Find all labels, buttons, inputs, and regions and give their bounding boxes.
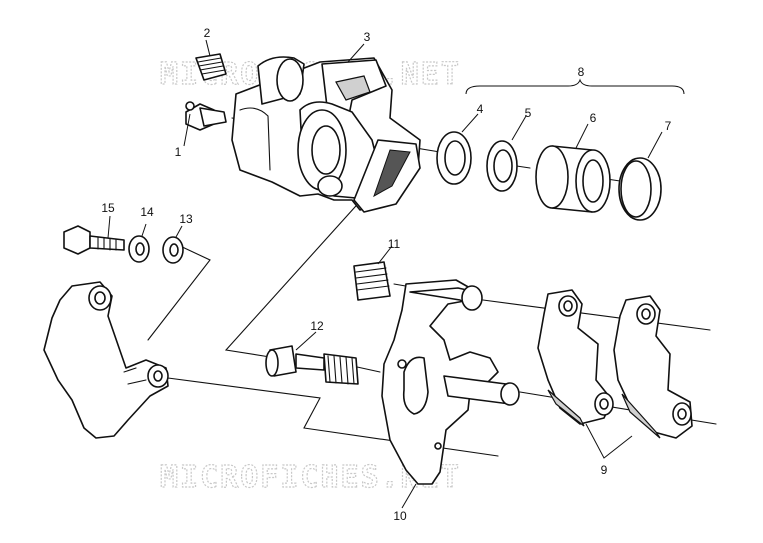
callout-6: 6 xyxy=(590,111,597,125)
brake-pad-outer xyxy=(613,295,693,439)
piston-cap xyxy=(618,157,662,221)
callouts: 1 2 3 4 5 6 7 8 9 10 11 12 13 14 15 xyxy=(101,26,671,523)
leader-lines xyxy=(107,39,663,509)
callout-2: 2 xyxy=(204,26,211,40)
group-bracket xyxy=(465,78,685,95)
piston-seal xyxy=(436,131,472,185)
callout-4: 4 xyxy=(477,102,484,116)
callout-14: 14 xyxy=(140,205,154,219)
lock-washer xyxy=(128,235,150,263)
caliper-body xyxy=(231,56,421,213)
callout-15: 15 xyxy=(101,201,115,215)
callout-3: 3 xyxy=(364,30,371,44)
pin-boot xyxy=(353,261,391,301)
callout-1: 1 xyxy=(175,145,182,159)
callout-13: 13 xyxy=(179,212,193,226)
bleeder-screw xyxy=(185,101,227,131)
caliper-bracket xyxy=(381,279,520,485)
callout-7: 7 xyxy=(665,119,672,133)
bolt xyxy=(63,225,125,255)
brake-pad-inner xyxy=(537,289,614,427)
callout-10: 10 xyxy=(393,509,407,523)
callout-11: 11 xyxy=(388,237,401,251)
callout-9: 9 xyxy=(601,463,608,477)
slide-pin xyxy=(265,345,359,385)
caliper-piston xyxy=(535,145,611,213)
mounting-bracket xyxy=(43,281,169,439)
washer xyxy=(162,236,184,264)
bleeder-cap xyxy=(195,53,227,81)
callout-5: 5 xyxy=(525,106,532,120)
callout-8: 8 xyxy=(578,65,585,79)
callout-12: 12 xyxy=(310,319,324,333)
dust-seal xyxy=(486,140,518,192)
